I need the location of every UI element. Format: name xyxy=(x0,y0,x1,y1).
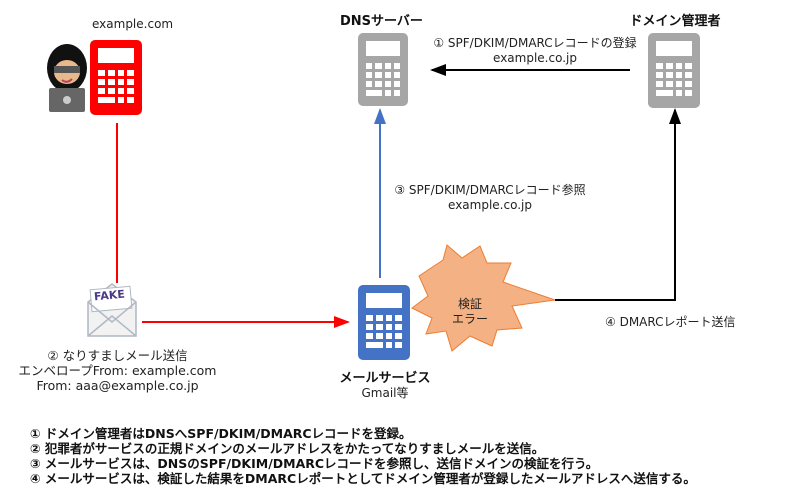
mail-service-title: メールサービス xyxy=(339,371,431,386)
domain-admin-server-icon xyxy=(648,33,700,108)
note-item: ④ メールサービスは、検証した結果をDMARCレポートとしてドメイン管理者が登録… xyxy=(30,471,696,486)
note-item: ② 犯罪者がサービスの正規ドメインのメールアドレスをかたってなりすましメールを送… xyxy=(30,441,545,456)
dns-server-title: DNSサーバー xyxy=(340,14,423,29)
step2-line1: ② なりすましメール送信 xyxy=(47,348,188,363)
step3-line2: example.co.jp xyxy=(448,198,532,212)
domain-admin-title: ドメイン管理者 xyxy=(629,14,721,29)
fake-text: FAKE xyxy=(93,287,126,304)
step1-line2: example.co.jp xyxy=(493,51,577,65)
step2-line3: From: aaa@example.co.jp xyxy=(36,378,199,393)
fake-mail-envelope-icon: FAKE xyxy=(85,280,140,340)
verify-error-line2: エラー xyxy=(451,312,488,326)
step1-line1: ① SPF/DKIM/DMARCレコードの登録 xyxy=(433,36,637,50)
step3-label: ③ SPF/DKIM/DMARCレコード参照 example.co.jp xyxy=(390,183,590,213)
step2-line2: エンベロープFrom: example.com xyxy=(18,363,217,378)
note-item: ③ メールサービスは、DNSのSPF/DKIM/DMARCレコードを参照し、送信… xyxy=(30,456,599,471)
step3-line1: ③ SPF/DKIM/DMARCレコード参照 xyxy=(394,183,586,197)
attacker-domain-label: example.com xyxy=(92,17,174,31)
verify-error-line1: 検証 xyxy=(457,297,482,311)
attacker-server-icon xyxy=(90,40,142,115)
mail-service-sublabel: Gmail等 xyxy=(361,386,409,400)
mail-service-server-icon xyxy=(358,285,410,360)
verify-error-label: 検証 エラー xyxy=(440,297,500,327)
hacker-icon xyxy=(45,42,89,114)
explanation-notes: ① ドメイン管理者はDNSへSPF/DKIM/DMARCレコードを登録。 ② 犯… xyxy=(30,426,696,486)
note-item: ① ドメイン管理者はDNSへSPF/DKIM/DMARCレコードを登録。 xyxy=(30,426,412,441)
dns-server-icon xyxy=(358,33,408,106)
step4-label: ④ DMARCレポート送信 xyxy=(605,315,736,329)
verify-error-burst xyxy=(411,244,556,352)
step1-label: ① SPF/DKIM/DMARCレコードの登録 example.co.jp xyxy=(422,36,648,66)
report-to-admin-arrow xyxy=(555,108,681,301)
step2-label: ② なりすましメール送信 エンベロープFrom: example.com Fro… xyxy=(10,348,225,393)
